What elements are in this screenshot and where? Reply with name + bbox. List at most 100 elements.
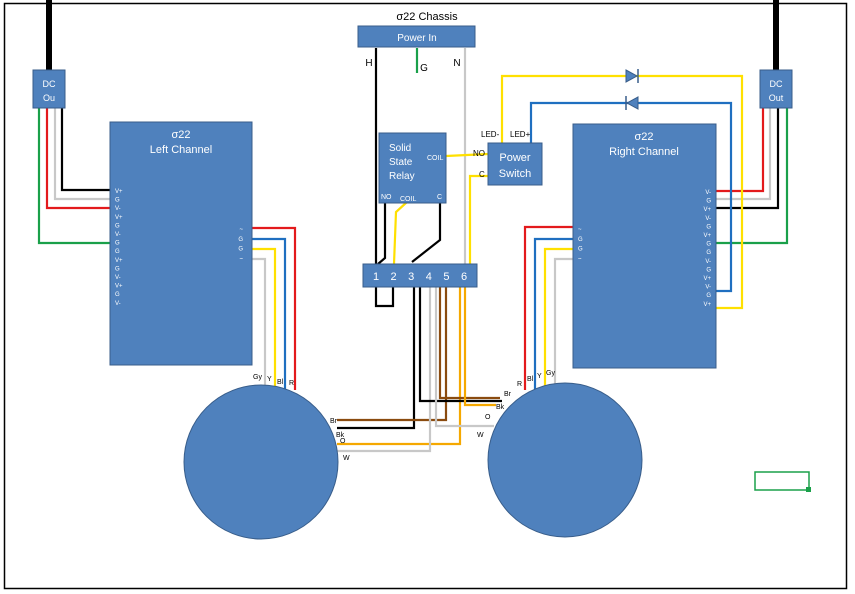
- terminal-2: 2: [391, 271, 397, 283]
- right-wire-gy: Gy: [546, 370, 555, 377]
- chassis-title: σ22 Chassis: [396, 11, 458, 23]
- wire-relay-coil: [392, 201, 408, 265]
- wires: [37, 0, 789, 453]
- wire-left-dc-red: [45, 108, 110, 210]
- right-channel-pin: V+: [703, 207, 711, 213]
- left-cable-bk: Bk: [336, 432, 345, 439]
- left-channel-pin: V-: [115, 206, 121, 212]
- right-channel-pin: G: [706, 293, 711, 299]
- power-in-box: [357, 25, 476, 48]
- left-channel-pin: V-: [115, 275, 121, 281]
- selection-box[interactable]: [754, 471, 810, 491]
- relay-coil-bottom: COIL: [400, 196, 416, 203]
- right-cable-w: W: [477, 432, 484, 439]
- right-channel-pin: G: [706, 224, 711, 230]
- dc-out-right-line1: DC: [770, 79, 783, 89]
- left-channel-output-pin: ~: [239, 227, 243, 233]
- dc-out-left-box: [32, 69, 66, 109]
- terminal-1: 1: [373, 271, 379, 283]
- right-channel-pins-right: V-GV+V-GV+GGV-GV+V-GV+: [703, 190, 711, 308]
- dc-out-right-box: [759, 69, 793, 109]
- right-cable-o: O: [485, 414, 491, 421]
- left-channel-pin: V+: [115, 258, 123, 264]
- right-channel-title1: σ22: [634, 131, 653, 143]
- left-channel-pin: V+: [115, 215, 123, 221]
- power-switch-led-plus: LED+: [510, 130, 531, 139]
- relay-line3: Relay: [389, 171, 415, 182]
- right-cable-bk: Bk: [496, 404, 505, 411]
- diode-icon: [625, 69, 639, 83]
- left-channel-box: [109, 121, 253, 366]
- left-channel-pin: V+: [115, 284, 123, 290]
- wire-right-spk-red: [523, 225, 574, 390]
- dc-out-right-line2: Out: [769, 93, 784, 103]
- diagram-border: [3, 2, 848, 590]
- right-channel-pin: V-: [705, 259, 711, 265]
- terminal-3: 3: [408, 271, 414, 283]
- relay-no: NO: [381, 194, 392, 201]
- wire-coil-to-switch: [445, 152, 489, 158]
- wire-left-dc-gray: [53, 108, 110, 201]
- wire-term4-left-w: [337, 287, 432, 453]
- left-wire-bl: Bl: [277, 379, 284, 386]
- relay-coil-right: COIL: [427, 155, 443, 162]
- wire-right-dc-green: [715, 108, 789, 245]
- right-wire-y: Y: [537, 373, 542, 380]
- left-channel-output-pin: G: [238, 237, 243, 243]
- right-channel-pin: V-: [705, 190, 711, 196]
- left-channel-pins-left: V+GV-V+GV-GGV+GV-V+GV-: [115, 189, 123, 307]
- left-channel-pin: G: [115, 266, 120, 272]
- left-speaker: [183, 384, 339, 540]
- power-switch-led-minus: LED-: [481, 130, 500, 139]
- right-speaker: [487, 382, 643, 538]
- power-switch-line1: Power: [499, 152, 531, 164]
- wire-left-dc-black: [60, 108, 110, 192]
- power-switch-box: [487, 142, 543, 186]
- wire-left-dc-green: [37, 108, 110, 245]
- terminal-5: 5: [443, 271, 449, 283]
- wire-left-spk-gray: [252, 257, 267, 390]
- right-channel-title2: Right Channel: [609, 146, 679, 158]
- right-channel-pin: V-: [705, 285, 711, 291]
- wire-term3-right-bk: [418, 287, 502, 403]
- wire-right-dc-gray: [715, 108, 772, 201]
- wire-right-dc-black: [715, 108, 780, 210]
- left-wire-y: Y: [267, 376, 272, 383]
- power-neutral-label: N: [453, 58, 460, 69]
- terminal-6: 6: [461, 271, 467, 283]
- wire-term3-left-bk: [337, 287, 416, 430]
- wire-relay-no: [377, 202, 387, 265]
- right-channel-pin: V+: [703, 233, 711, 239]
- left-cable-br: Br: [330, 418, 338, 425]
- wire-relay-c: [411, 202, 442, 263]
- right-channel-pin: V+: [703, 302, 711, 308]
- wire-right-spk-gray: [553, 257, 574, 390]
- relay-c: C: [437, 194, 442, 201]
- left-cable-o: O: [340, 438, 346, 445]
- selection-handle[interactable]: [806, 487, 811, 492]
- wire-right-dc-red: [715, 108, 765, 193]
- right-channel-pin: G: [706, 250, 711, 256]
- right-channel-box: [572, 123, 717, 369]
- left-channel-title2: Left Channel: [150, 144, 212, 156]
- wire-led-plus: [529, 101, 733, 293]
- left-channel-pins-right: ~ GG ~: [238, 227, 243, 262]
- left-wire-gy: Gy: [253, 374, 262, 381]
- wire-jumper: [374, 287, 395, 308]
- right-wire-bl: Bl: [527, 376, 534, 383]
- left-channel-pin: G: [115, 292, 120, 298]
- left-channel-output-pin: G: [238, 247, 243, 253]
- right-channel-pin: V-: [705, 216, 711, 222]
- terminal-4: 4: [426, 271, 432, 283]
- right-channel-output-pin: ~: [578, 227, 582, 233]
- power-switch-c: C: [479, 170, 485, 179]
- wire-left-spk-red: [252, 226, 297, 390]
- wire-term5-left-br: [337, 287, 448, 422]
- left-cable-w: W: [343, 455, 350, 462]
- wire-term5-right-br: [438, 287, 500, 400]
- dc-out-left-line2: Ou: [43, 93, 55, 103]
- left-channel-output-pin: ~: [239, 256, 243, 262]
- left-channel-pin: G: [115, 249, 120, 255]
